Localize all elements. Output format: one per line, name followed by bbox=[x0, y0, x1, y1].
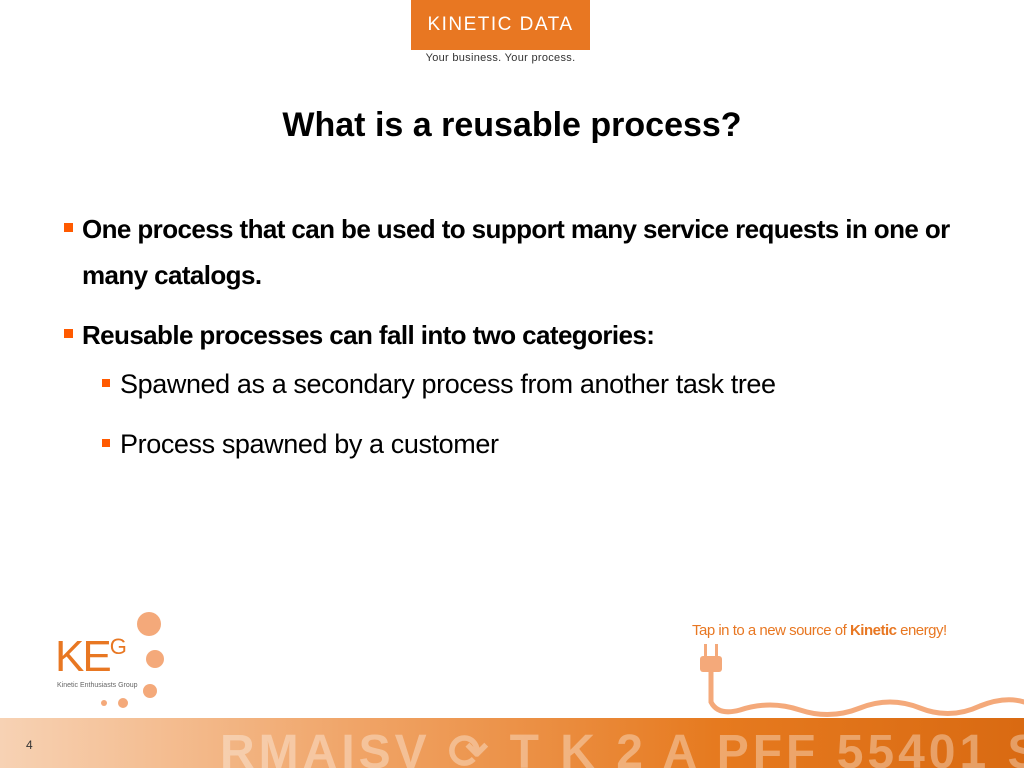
page-number: 4 bbox=[26, 738, 33, 752]
bullet-list: One process that can be used to support … bbox=[60, 206, 960, 484]
slide-title: What is a reusable process? bbox=[282, 106, 742, 144]
sub-bullet-item: Spawned as a secondary process from anot… bbox=[60, 364, 960, 404]
keg-subtitle: Kinetic Enthusiasts Group bbox=[57, 682, 138, 689]
keg-superscript: G bbox=[109, 634, 127, 659]
energy-pre: Tap in to a new source of bbox=[692, 622, 850, 639]
decor-dot bbox=[146, 650, 164, 668]
decor-dot bbox=[101, 700, 107, 706]
keg-main: KE bbox=[55, 632, 112, 681]
keg-logo: KEG Kinetic Enthusiasts Group bbox=[55, 612, 195, 712]
logo-text: KINETIC DATA bbox=[427, 14, 574, 35]
decor-dot bbox=[118, 698, 128, 708]
sub-bullet-item: Process spawned by a customer bbox=[60, 424, 960, 464]
bullet-item: Reusable processes can fall into two cat… bbox=[60, 312, 960, 358]
sub-bullet-text: Process spawned by a customer bbox=[120, 429, 499, 459]
bullet-text: Reusable processes can fall into two cat… bbox=[82, 320, 655, 350]
decor-dot bbox=[137, 612, 161, 636]
band-decor-text: RMAISV ⟳ T K 2 A PFF 55401 SLA T D bbox=[220, 726, 1024, 768]
energy-tagline: Tap in to a new source of Kinetic energy… bbox=[692, 622, 947, 639]
footer-band: RMAISV ⟳ T K 2 A PFF 55401 SLA T D bbox=[0, 718, 1024, 768]
energy-post: energy! bbox=[896, 622, 947, 639]
logo-tagline: Your business. Your process. bbox=[425, 52, 576, 64]
decor-dot bbox=[143, 684, 157, 698]
bullet-text: One process that can be used to support … bbox=[82, 214, 950, 290]
kinetic-data-logo: KINETIC DATA bbox=[411, 0, 590, 50]
plug-cord-icon bbox=[700, 644, 1024, 717]
energy-brand: Kinetic bbox=[849, 622, 897, 639]
keg-letters: KEG bbox=[55, 632, 127, 682]
sub-bullet-text: Spawned as a secondary process from anot… bbox=[120, 369, 776, 399]
bullet-item: One process that can be used to support … bbox=[60, 206, 960, 298]
